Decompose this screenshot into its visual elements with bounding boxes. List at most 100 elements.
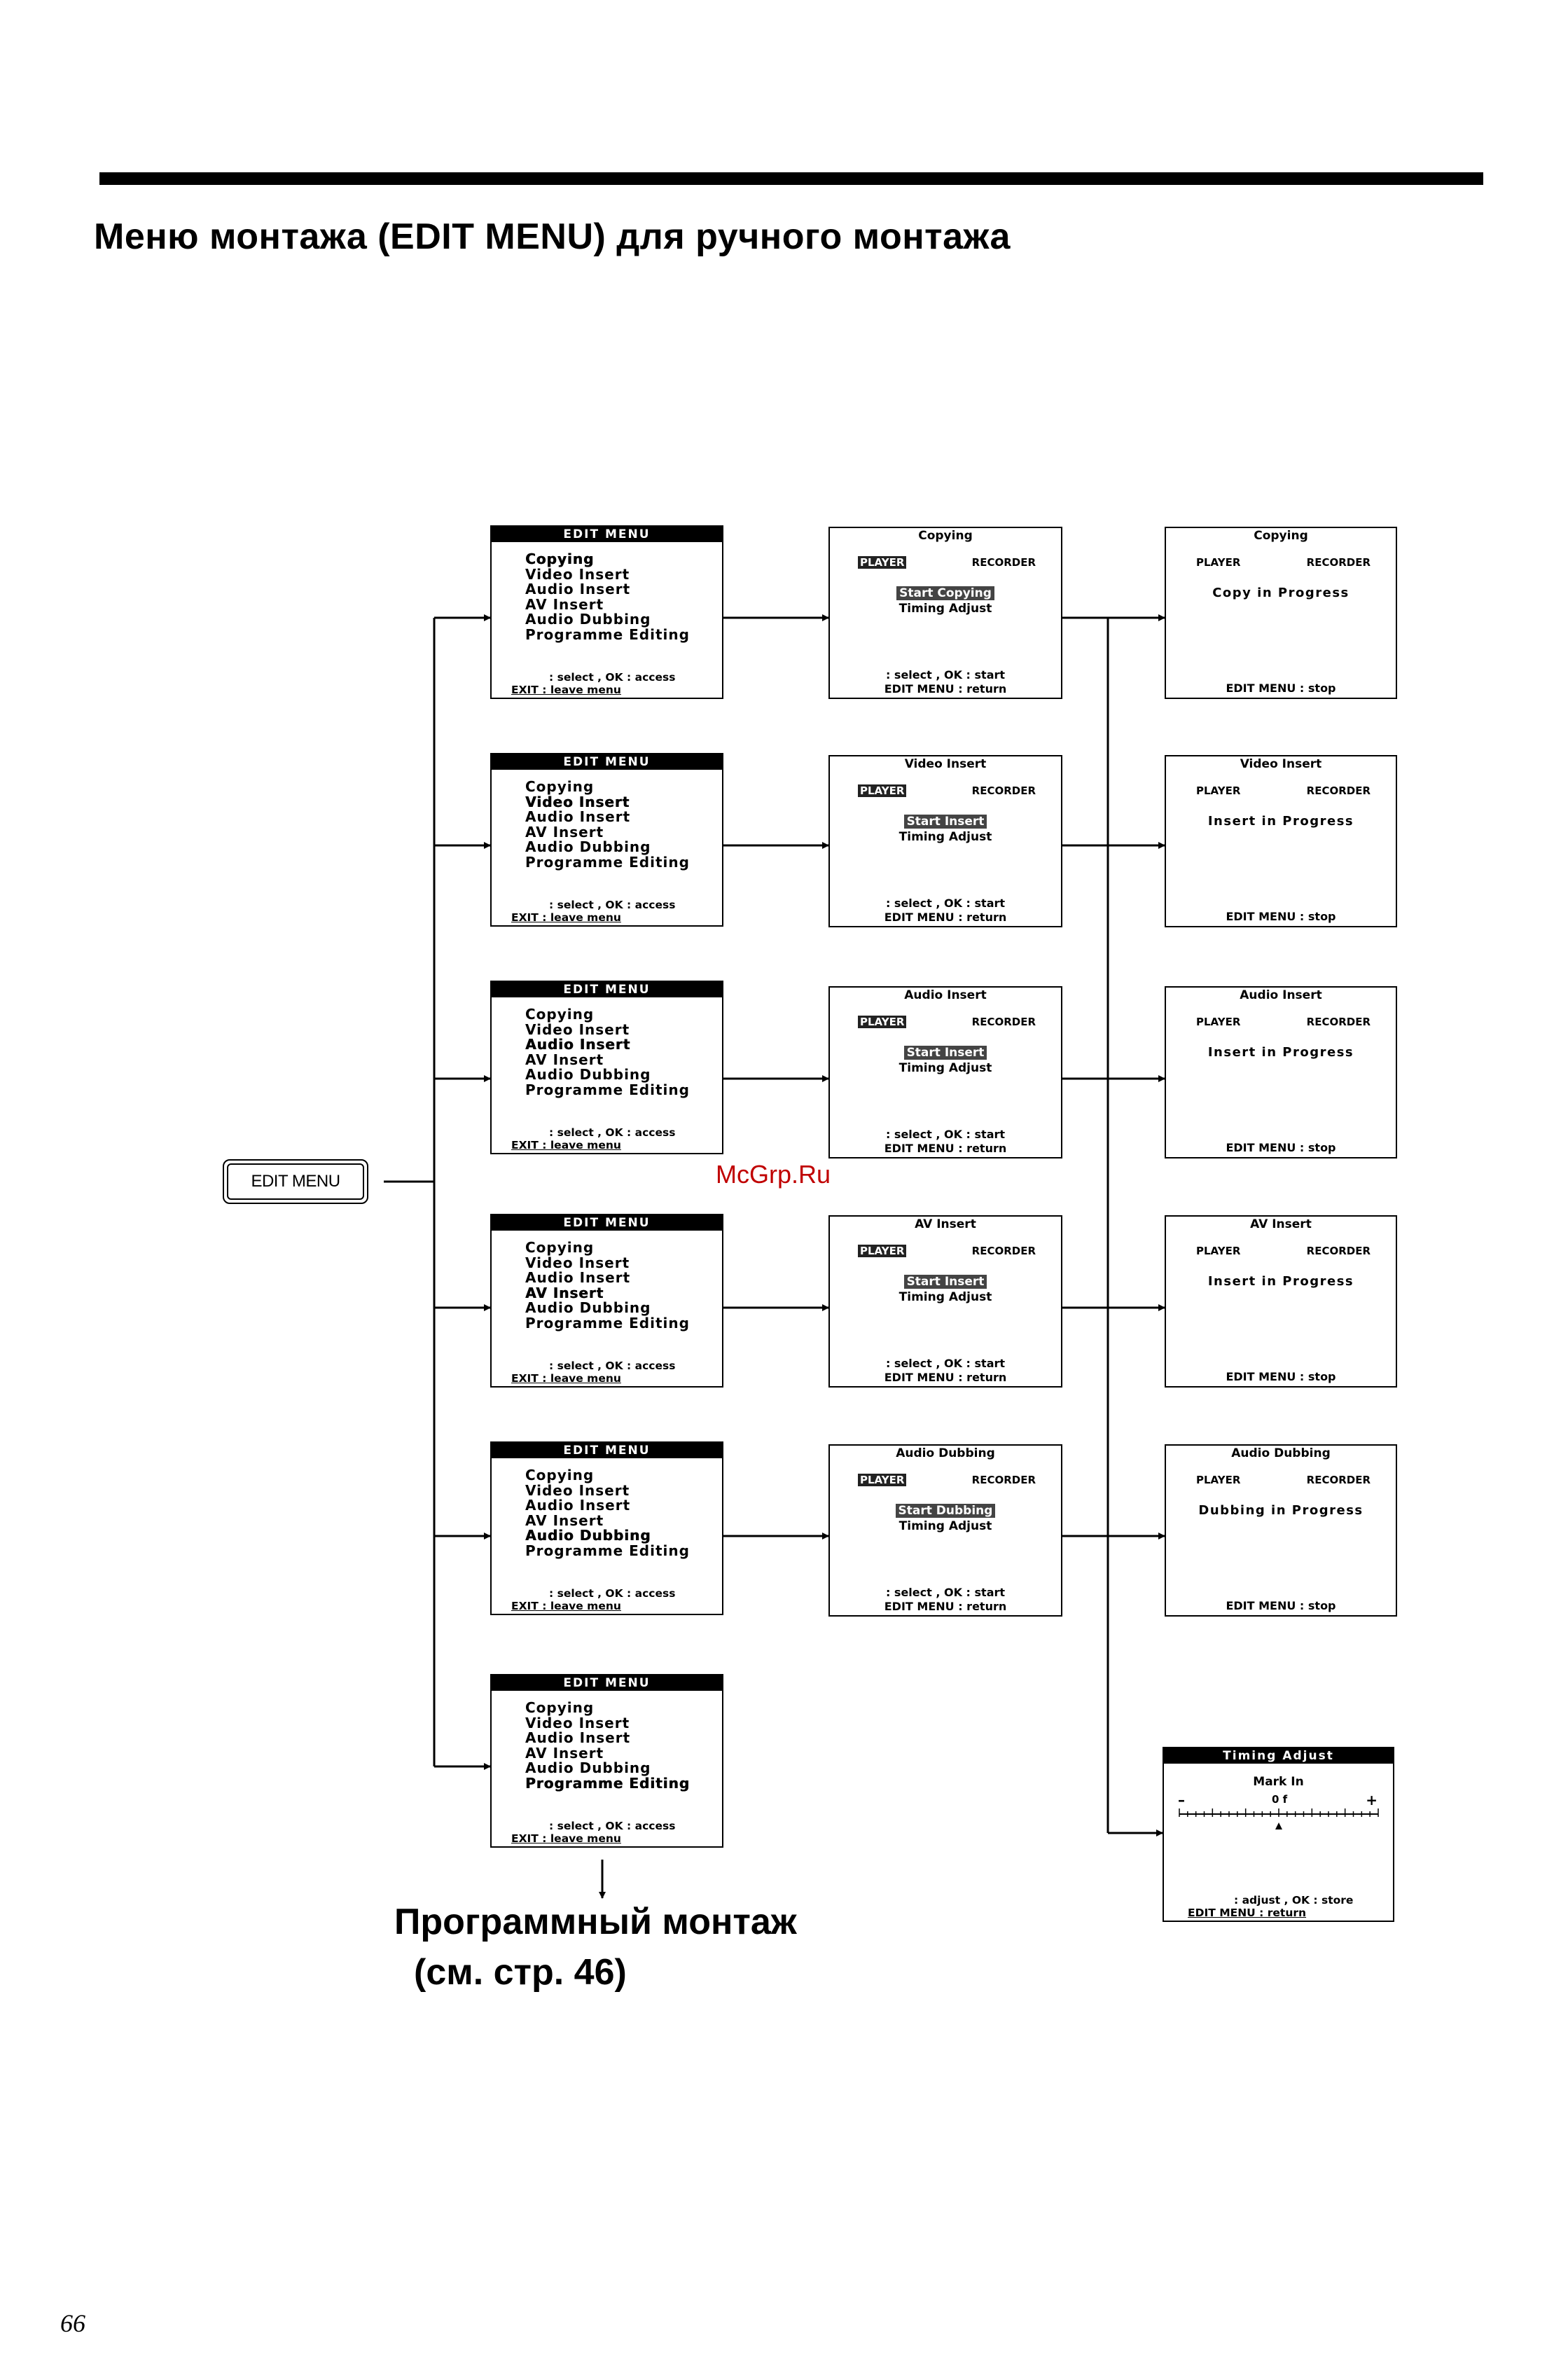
timing-adjust-screen: Timing Adjust Mark In – 0 f + : adjust ,… (1163, 1747, 1394, 1922)
menu-item[interactable]: AV Insert (525, 1511, 604, 1529)
page-title: Меню монтажа (EDIT MENU) для ручного мон… (94, 216, 1011, 257)
progress-foot: EDIT MENU : stop (1226, 1370, 1336, 1383)
watermark: McGrp.Ru (716, 1160, 831, 1189)
start-screen-title: Copying (918, 529, 973, 543)
menu-item[interactable]: Copying (525, 1006, 595, 1023)
timing-adjust-subtitle: Mark In (1253, 1775, 1304, 1789)
menu-item[interactable]: Audio Insert (525, 1497, 631, 1514)
menu-item[interactable]: Copying (525, 1467, 595, 1483)
menu-foot-line1: : select , OK : access (549, 1360, 676, 1372)
menu-item[interactable]: Programme Editing (525, 1774, 690, 1792)
start-action-option[interactable]: Start Copying (896, 586, 994, 600)
timing-scale-ruler (1179, 1808, 1379, 1829)
recorder-label: RECORDER (1306, 784, 1371, 797)
progress-foot: EDIT MENU : stop (1226, 1599, 1336, 1612)
progress-screen-title: Audio Dubbing (1231, 1446, 1331, 1460)
menu-item[interactable]: Audio Dubbing (525, 611, 651, 628)
menu-item[interactable]: AV Insert (525, 1744, 604, 1762)
start-foot-line1: : select , OK : start (885, 897, 1006, 910)
progress-status: Dubbing in Progress (1198, 1503, 1364, 1518)
menu-item[interactable]: Audio Dubbing (525, 1299, 651, 1316)
menu-foot-line2: EXIT : leave menu (511, 1832, 621, 1845)
menu-item[interactable]: Video Insert (525, 565, 630, 583)
menu-item[interactable]: Audio Dubbing (525, 1759, 651, 1776)
timing-foot-line2: EDIT MENU : return (1188, 1907, 1307, 1919)
start-action-option[interactable]: Start Insert (903, 815, 987, 829)
recorder-label: RECORDER (1306, 1474, 1371, 1486)
menu-item[interactable]: Video Insert (525, 1481, 630, 1499)
menu-item[interactable]: Copying (525, 1239, 595, 1256)
player-label: PLAYER (858, 1016, 907, 1028)
menu-foot-line1: : select , OK : access (549, 1126, 676, 1139)
menu-item[interactable]: Audio Insert (525, 1036, 631, 1053)
start-foot-line1: : select , OK : start (885, 1586, 1006, 1599)
timing-adjust-option[interactable]: Timing Adjust (899, 1061, 992, 1075)
menu-item[interactable]: AV Insert (525, 1051, 604, 1068)
recorder-label: RECORDER (971, 1016, 1036, 1028)
recorder-label: RECORDER (1306, 556, 1371, 569)
menu-foot-line1: : select , OK : access (549, 1820, 676, 1832)
menu-item[interactable]: Audio Dubbing (525, 1527, 651, 1544)
menu-item[interactable]: Copying (525, 551, 595, 567)
menu-item[interactable]: Audio Dubbing (525, 838, 651, 855)
player-label: PLAYER (1196, 556, 1241, 569)
timing-adjust-option[interactable]: Timing Adjust (899, 1290, 992, 1304)
menu-item[interactable]: Programme Editing (525, 1542, 690, 1559)
player-label: PLAYER (1196, 1474, 1241, 1486)
progress-status: Copy in Progress (1212, 586, 1350, 600)
menu-item[interactable]: Audio Dubbing (525, 1066, 651, 1083)
menu-foot-line1: : select , OK : access (549, 899, 676, 911)
menu-item[interactable]: Video Insert (525, 1714, 630, 1731)
menu-item[interactable]: Programme Editing (525, 625, 690, 643)
timing-adjust-option[interactable]: Timing Adjust (899, 602, 992, 616)
menu-item[interactable]: AV Insert (525, 595, 604, 613)
menu-item[interactable]: Copying (525, 1699, 595, 1716)
start-foot-line2: EDIT MENU : return (884, 1142, 1007, 1155)
timing-adjust-option[interactable]: Timing Adjust (899, 830, 992, 844)
edit-menu-screen-title: EDIT MENU (492, 982, 722, 997)
start-action-option[interactable]: Start Insert (903, 1046, 987, 1060)
menu-foot-line2: EXIT : leave menu (511, 911, 621, 924)
timing-zero-label: 0 f (1272, 1793, 1288, 1806)
player-label: PLAYER (1196, 784, 1241, 797)
menu-item[interactable]: Video Insert (525, 1021, 630, 1038)
player-label: PLAYER (1196, 1245, 1241, 1257)
progress-status: Insert in Progress (1207, 1045, 1354, 1060)
menu-item[interactable]: Programme Editing (525, 1081, 690, 1098)
menu-foot-line2: EXIT : leave menu (511, 1600, 621, 1612)
recorder-label: RECORDER (1306, 1016, 1371, 1028)
start-action-option[interactable]: Start Dubbing (895, 1504, 996, 1518)
menu-item[interactable]: AV Insert (525, 823, 604, 840)
progress-foot: EDIT MENU : stop (1226, 682, 1336, 695)
menu-item[interactable]: Audio Insert (525, 581, 631, 597)
progress-status: Insert in Progress (1207, 1274, 1354, 1289)
player-label: PLAYER (1196, 1016, 1241, 1028)
recorder-label: RECORDER (971, 784, 1036, 797)
menu-item[interactable]: Programme Editing (525, 1314, 690, 1331)
start-action-option[interactable]: Start Insert (903, 1275, 987, 1289)
menu-item[interactable]: Video Insert (525, 793, 630, 810)
menu-item[interactable]: Video Insert (525, 1254, 630, 1271)
programme-editing-label: Программный монтаж (см. стр. 46) (394, 1897, 797, 1998)
timing-adjust-option[interactable]: Timing Adjust (899, 1519, 992, 1533)
timing-scale[interactable]: – 0 f + (1174, 1792, 1383, 1829)
progress-status: Insert in Progress (1207, 814, 1354, 829)
programme-label-line2: (см. стр. 46) (414, 1952, 627, 1993)
menu-item[interactable]: Audio Insert (525, 1729, 631, 1746)
menu-item[interactable]: Programme Editing (525, 853, 690, 871)
menu-item[interactable]: Audio Insert (525, 808, 631, 825)
menu-item[interactable]: AV Insert (525, 1284, 604, 1301)
start-foot-line1: : select , OK : start (885, 668, 1006, 682)
edit-menu-key[interactable]: EDIT MENU (223, 1159, 368, 1204)
menu-item[interactable]: Audio Insert (525, 1269, 631, 1286)
menu-item[interactable]: Copying (525, 778, 595, 795)
